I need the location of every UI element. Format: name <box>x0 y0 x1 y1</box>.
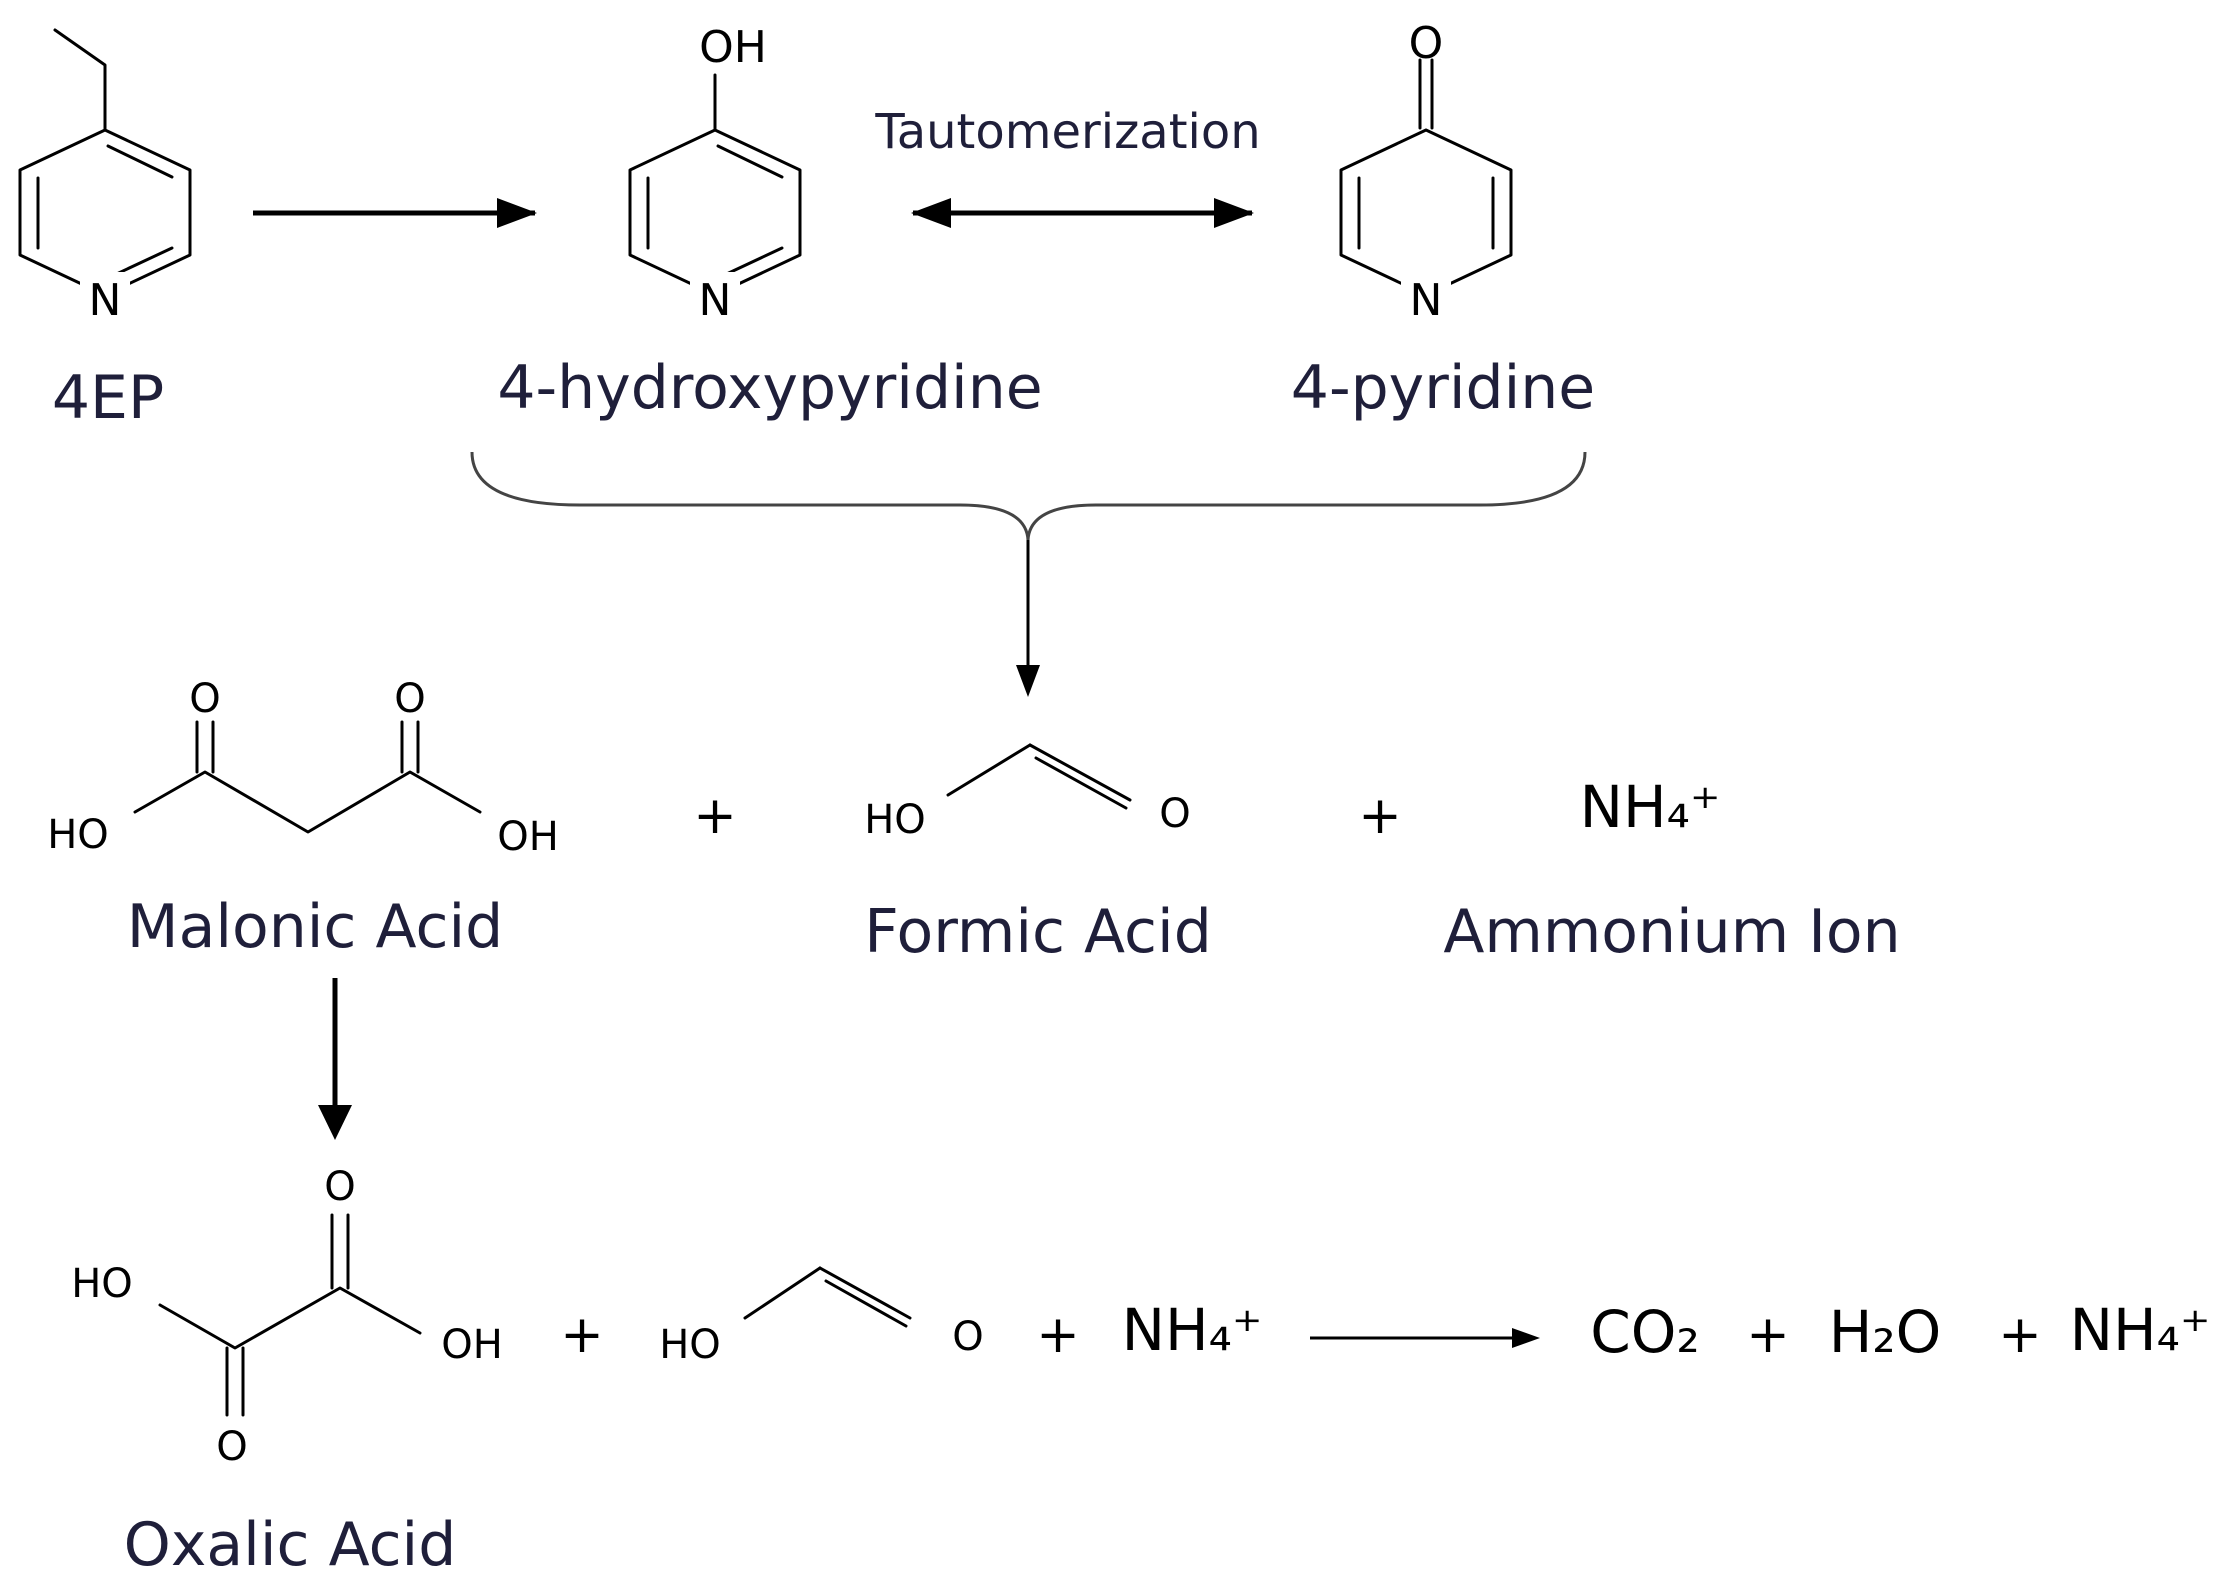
formic-2-hydroxyl: HO <box>659 1322 721 1368</box>
hydroxypyridine-label: 4-hydroxypyridine <box>497 353 1042 423</box>
pyridone-structure: N O <box>1339 18 1513 326</box>
hydroxypyridine-structure: N OH <box>628 22 802 326</box>
ep-label: 4EP <box>52 363 164 433</box>
plus-sign-1: + <box>693 786 737 846</box>
plus-sign-3: + <box>560 1305 604 1365</box>
pyridone-label: 4-pyridine <box>1291 353 1595 423</box>
plus-sign-2: + <box>1358 786 1402 846</box>
formic-hydroxyl: HO <box>864 797 926 843</box>
hydroxypyridine-hydroxyl: OH <box>699 22 767 73</box>
oxalic-oxygen-top: O <box>324 1164 355 1210</box>
oxalic-hydroxyl-left: HO <box>71 1261 133 1307</box>
oxalic-oxygen-bottom: O <box>216 1424 247 1470</box>
malonic-oxygen-1: O <box>189 676 220 722</box>
plus-sign-5: + <box>1746 1305 1790 1365</box>
malonic-acid-label: Malonic Acid <box>127 892 503 962</box>
formic-oxygen: O <box>1159 791 1190 837</box>
formic-2-oxygen: O <box>952 1314 983 1360</box>
pyridone-carbonyl-oxygen: O <box>1409 18 1444 69</box>
malonic-hydroxyl-right: OH <box>497 814 559 860</box>
plus-sign-4: + <box>1036 1305 1080 1365</box>
ammonium-ion-label: Ammonium Ion <box>1443 897 1900 967</box>
combining-brace <box>470 451 1587 541</box>
ammonium-product: NH₄⁺ <box>2070 1296 2211 1364</box>
tautomerization-label: Tautomerization <box>874 104 1260 160</box>
hydroxypyridine-nitrogen-atom: N <box>699 275 732 326</box>
malonic-acid-structure: O O HO OH <box>47 676 559 860</box>
ammonium-formula: NH₄⁺ <box>1580 773 1721 841</box>
oxalic-acid-label: Oxalic Acid <box>124 1510 457 1580</box>
plus-sign-6: + <box>1998 1305 2042 1365</box>
malonic-oxygen-2: O <box>394 676 425 722</box>
oxalic-acid-structure: O O HO OH <box>71 1164 503 1470</box>
formic-acid-structure-2: HO O <box>659 1266 984 1368</box>
water-product: H₂O <box>1829 1298 1942 1366</box>
oxalic-hydroxyl-right: OH <box>441 1322 503 1368</box>
pyridone-nitrogen-atom: N <box>1410 275 1443 326</box>
malonic-hydroxyl-left: HO <box>47 812 109 858</box>
ep-nitrogen-atom: N <box>89 275 122 326</box>
ethylpyridine-structure: N <box>18 28 192 326</box>
formic-acid-label: Formic Acid <box>864 897 1212 967</box>
ammonium-reactant: NH₄⁺ <box>1122 1296 1263 1364</box>
carbon-dioxide-product: CO₂ <box>1590 1298 1699 1366</box>
formic-acid-structure: HO O <box>864 743 1191 843</box>
